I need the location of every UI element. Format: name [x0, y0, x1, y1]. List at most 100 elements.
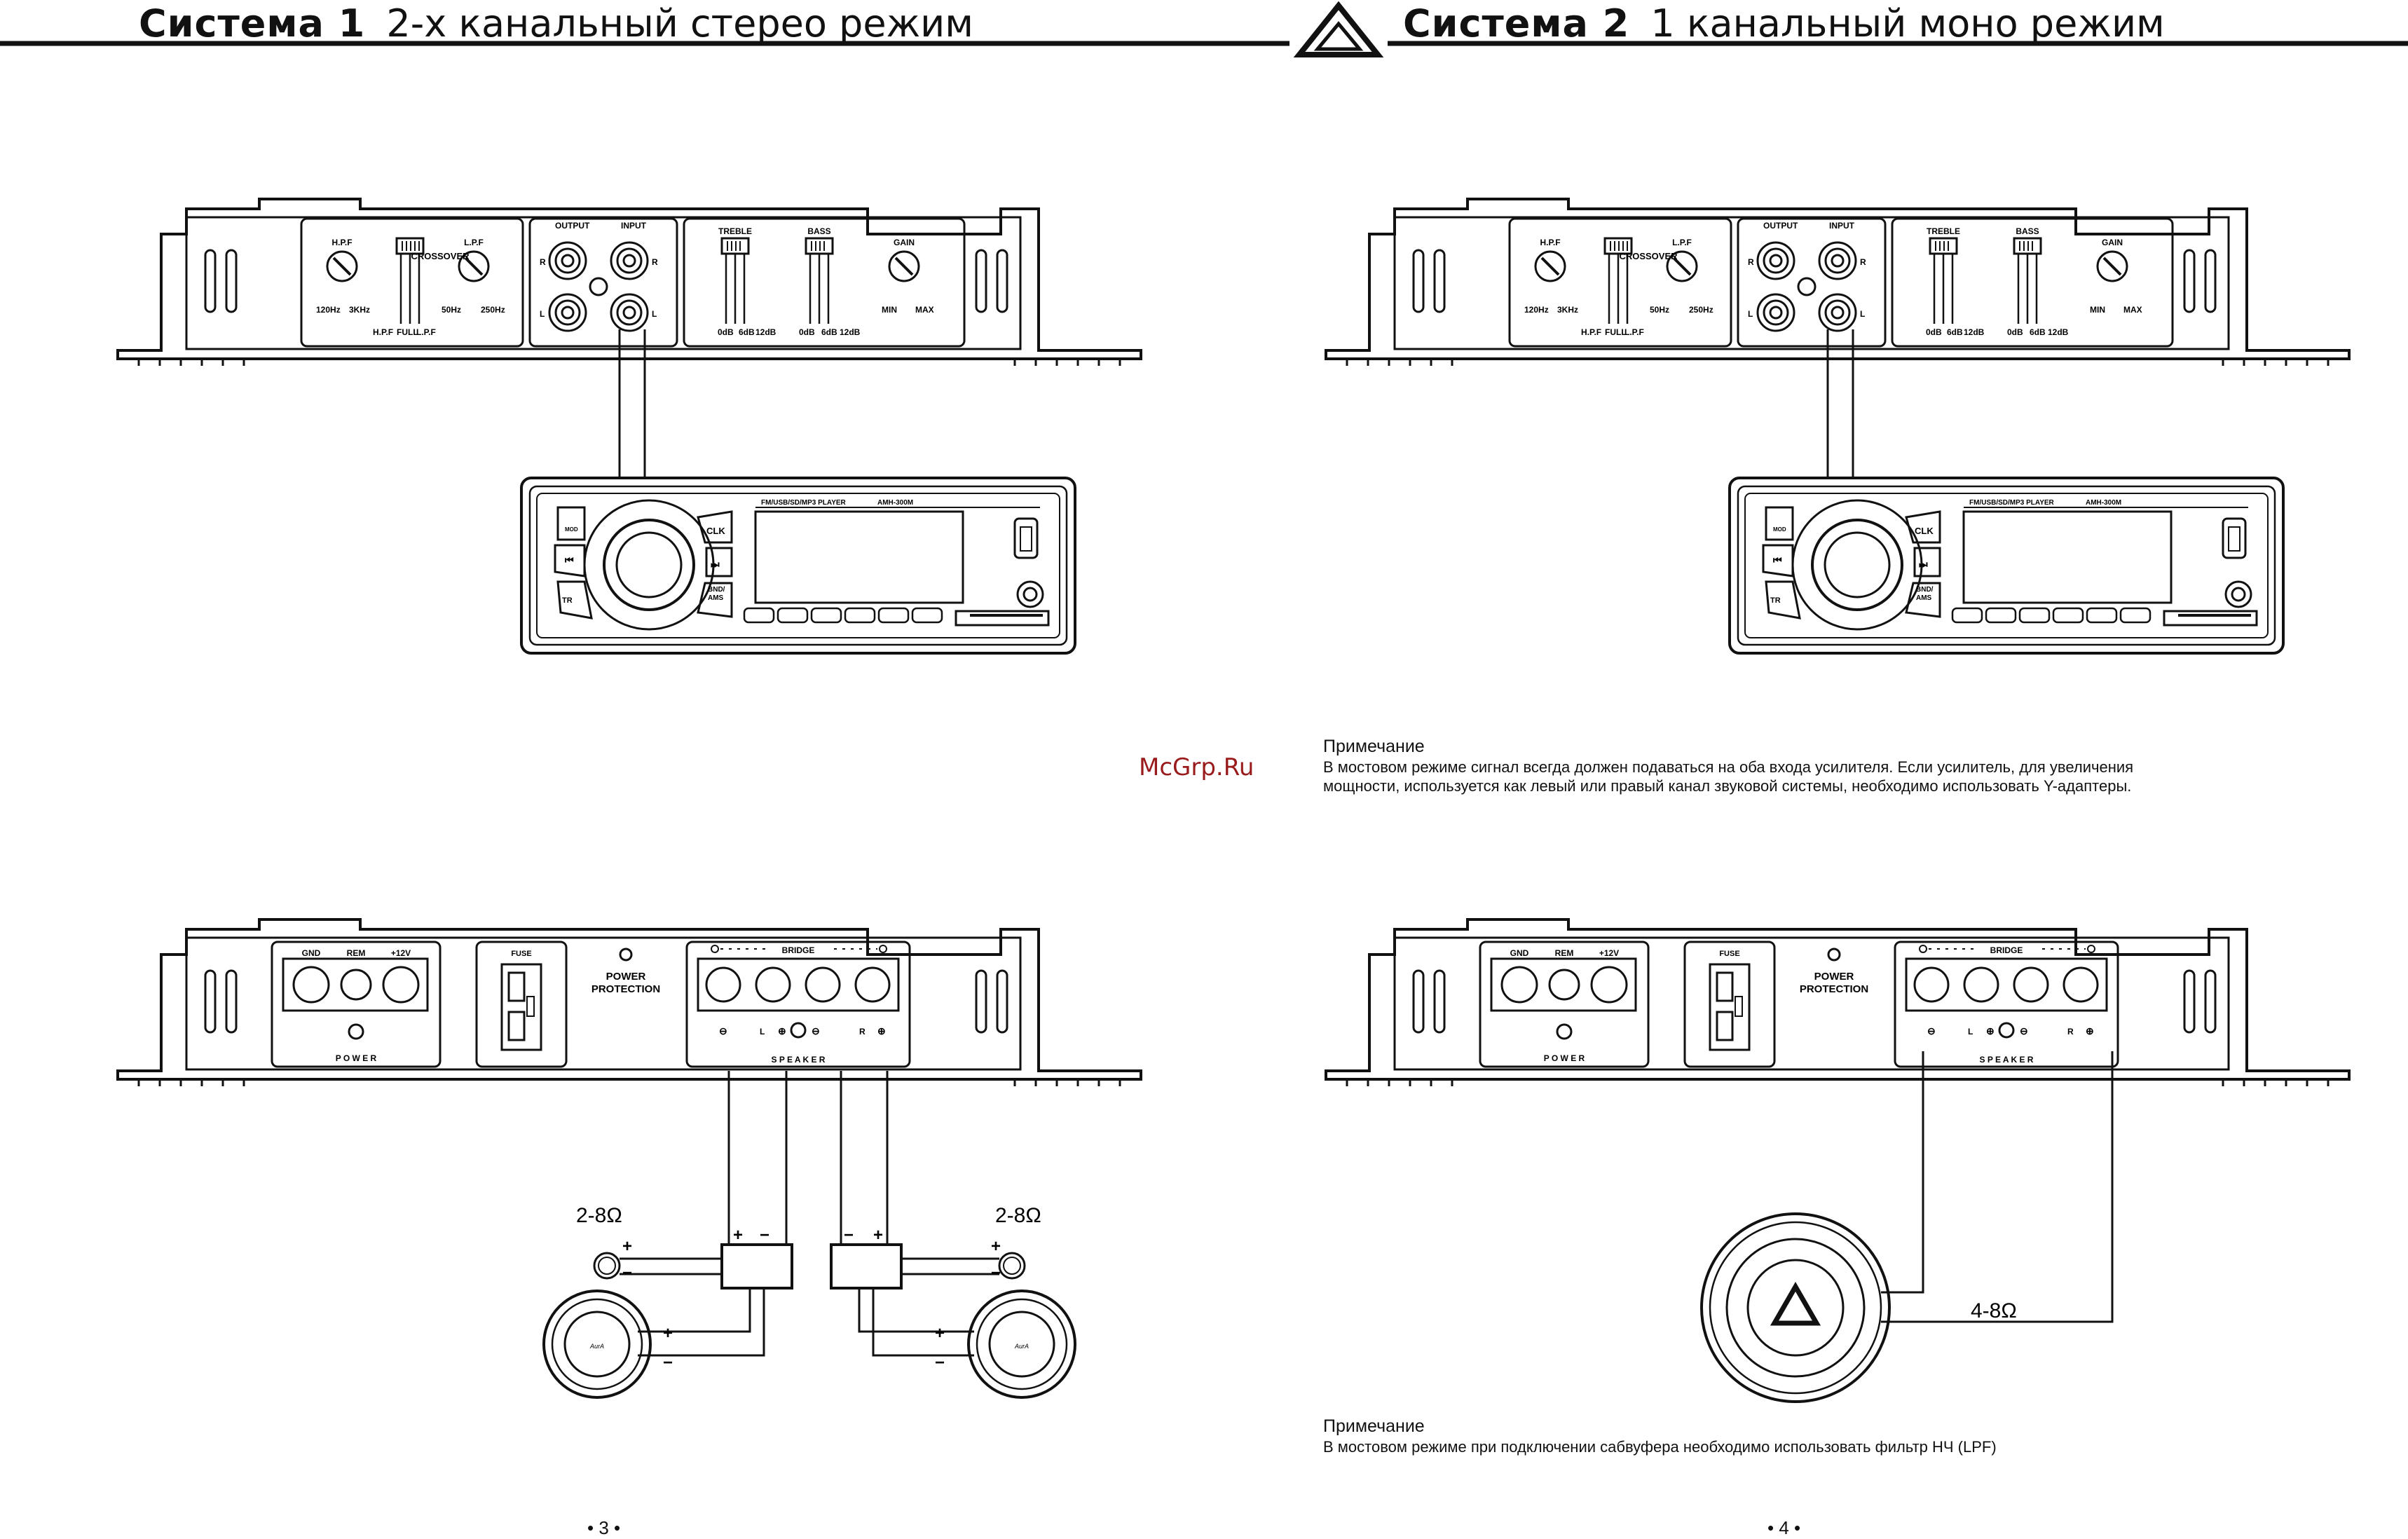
note-top-title: Примечание	[1323, 737, 1425, 756]
left-amplifier-top: CROSSOVER H.P.F L.P.F 120Hz 3KHz 50Hz 25…	[116, 198, 1142, 367]
svg-text:50Hz: 50Hz	[1650, 305, 1669, 315]
svg-text:TR: TR	[1770, 596, 1781, 605]
svg-text:+12V: +12V	[391, 948, 411, 958]
svg-text:+: +	[991, 1237, 1001, 1256]
svg-text:6dB: 6dB	[1947, 327, 1963, 337]
svg-text:BND/: BND/	[708, 586, 725, 594]
svg-text:0dB: 0dB	[718, 327, 734, 337]
svg-text:REM: REM	[1555, 948, 1574, 958]
svg-text:⊕: ⊕	[1986, 1025, 1995, 1037]
svg-text:⊖: ⊖	[1927, 1025, 1936, 1037]
svg-text:12dB: 12dB	[1964, 327, 1985, 337]
svg-text:3KHz: 3KHz	[349, 305, 370, 315]
svg-text:S P E A K E R: S P E A K E R	[772, 1055, 826, 1065]
svg-text:POWER: POWER	[606, 971, 646, 983]
svg-text:+: +	[663, 1324, 673, 1343]
svg-text:+: +	[873, 1226, 883, 1245]
svg-text:AMH-300M: AMH-300M	[877, 499, 913, 507]
note-top-line1: В мостовом режиме сигнал всегда должен п…	[1323, 758, 2134, 776]
svg-text:CLK: CLK	[706, 526, 725, 536]
svg-text:12dB: 12dB	[2048, 327, 2069, 337]
svg-text:PROTECTION: PROTECTION	[591, 983, 660, 995]
svg-text:OUTPUT: OUTPUT	[1763, 221, 1798, 231]
svg-text:FUSE: FUSE	[1719, 950, 1739, 958]
svg-text:⊖: ⊖	[2020, 1025, 2028, 1037]
header-right: Система 2 1 канальный моно режим	[1403, 1, 2165, 46]
svg-text:+: +	[935, 1324, 945, 1343]
svg-text:L: L	[760, 1027, 765, 1037]
header-right-subtitle: 1 канальный моно режим	[1650, 1, 2165, 46]
svg-text:MIN: MIN	[2090, 305, 2105, 315]
header-right-title: Система 2	[1403, 1, 1630, 46]
svg-text:FM/USB/SD/MP3 PLAYER: FM/USB/SD/MP3 PLAYER	[1969, 499, 2055, 507]
svg-text:⊕: ⊕	[2086, 1025, 2094, 1037]
svg-text:GAIN: GAIN	[894, 238, 915, 247]
header-left-title: Система 1	[139, 1, 366, 46]
left-speaker-wiring	[620, 1071, 999, 1357]
right-amplifier-bottom: GND REM +12V P O W E R FUSE POWER PROTEC…	[1325, 918, 2351, 1088]
svg-text:120Hz: 120Hz	[316, 305, 341, 315]
subwoofer-wiring	[1881, 1051, 2114, 1323]
svg-text:L: L	[540, 309, 545, 319]
impedance-right: 2-8Ω	[995, 1204, 1041, 1227]
svg-text:3KHz: 3KHz	[1557, 305, 1578, 315]
svg-text:50Hz: 50Hz	[442, 305, 461, 315]
tweeter-right	[998, 1252, 1026, 1280]
svg-text:+: +	[733, 1226, 743, 1245]
woofer-left	[542, 1290, 652, 1399]
note-bottom-line1: В мостовом режиме при подключении сабвуф…	[1323, 1438, 1997, 1456]
svg-text:OUTPUT: OUTPUT	[555, 221, 590, 231]
impedance-left: 2-8Ω	[576, 1204, 622, 1227]
svg-text:L: L	[652, 309, 657, 319]
svg-text:TREBLE: TREBLE	[718, 226, 752, 236]
svg-text:+12V: +12V	[1599, 948, 1619, 958]
brand-logo-icon	[1293, 1, 1384, 57]
svg-text:FM/USB/SD/MP3 PLAYER: FM/USB/SD/MP3 PLAYER	[761, 499, 847, 507]
svg-text:MOD: MOD	[1773, 526, 1786, 533]
svg-text:−: −	[935, 1353, 945, 1372]
svg-text:250Hz: 250Hz	[481, 305, 505, 315]
svg-text:R: R	[1748, 257, 1754, 267]
tweeter-left	[593, 1252, 621, 1280]
svg-text:P O W E R: P O W E R	[336, 1053, 377, 1063]
page-number-left: • 3 •	[587, 1517, 621, 1538]
svg-text:6dB: 6dB	[2030, 327, 2046, 337]
left-amplifier-bottom: GND REM +12V P O W E R FUSE POWER PROTEC…	[116, 918, 1142, 1088]
svg-text:INPUT: INPUT	[1829, 221, 1855, 231]
left-polarity-labels: + − + − + − + − + − − +	[622, 1226, 1001, 1372]
svg-text:MAX: MAX	[915, 305, 934, 315]
svg-text:R: R	[2067, 1027, 2074, 1037]
left-rca-cables	[618, 329, 646, 477]
svg-text:R: R	[540, 257, 546, 267]
svg-text:L.P.F: L.P.F	[1672, 238, 1692, 247]
subwoofer	[1700, 1212, 1891, 1403]
svg-text:250Hz: 250Hz	[1689, 305, 1713, 315]
svg-text:L.P.F: L.P.F	[416, 327, 436, 337]
note-bottom: Примечание В мостовом режиме при подключ…	[1323, 1417, 1997, 1456]
svg-text:AMH-300M: AMH-300M	[2086, 499, 2121, 507]
svg-text:0dB: 0dB	[799, 327, 815, 337]
svg-text:L: L	[1748, 309, 1753, 319]
svg-text:−: −	[663, 1353, 673, 1372]
svg-text:−: −	[760, 1226, 769, 1245]
svg-text:12dB: 12dB	[840, 327, 861, 337]
svg-text:BND/: BND/	[1916, 586, 1934, 594]
left-head-unit: FM/USB/SD/MP3 PLAYER AMH-300M CLK TR BND…	[520, 477, 1076, 655]
svg-text:GAIN: GAIN	[2102, 238, 2123, 247]
svg-text:BRIDGE: BRIDGE	[782, 945, 815, 955]
svg-text:R: R	[859, 1027, 866, 1037]
svg-text:⊖: ⊖	[812, 1025, 820, 1037]
svg-text:R: R	[652, 257, 658, 267]
svg-text:S P E A K E R: S P E A K E R	[1980, 1055, 2034, 1065]
svg-text:0dB: 0dB	[1926, 327, 1942, 337]
right-amplifier-top: CROSSOVER H.P.F L.P.F 120Hz 3KHz 50Hz 25…	[1325, 198, 2351, 367]
right-head-unit: FM/USB/SD/MP3 PLAYER AMH-300M CLK TR BND…	[1728, 477, 2285, 655]
svg-text:REM: REM	[347, 948, 366, 958]
svg-text:+: +	[622, 1237, 632, 1256]
svg-text:⊕: ⊕	[778, 1025, 786, 1037]
svg-text:P O W E R: P O W E R	[1544, 1053, 1585, 1063]
svg-text:MIN: MIN	[882, 305, 897, 315]
svg-text:6dB: 6dB	[739, 327, 755, 337]
